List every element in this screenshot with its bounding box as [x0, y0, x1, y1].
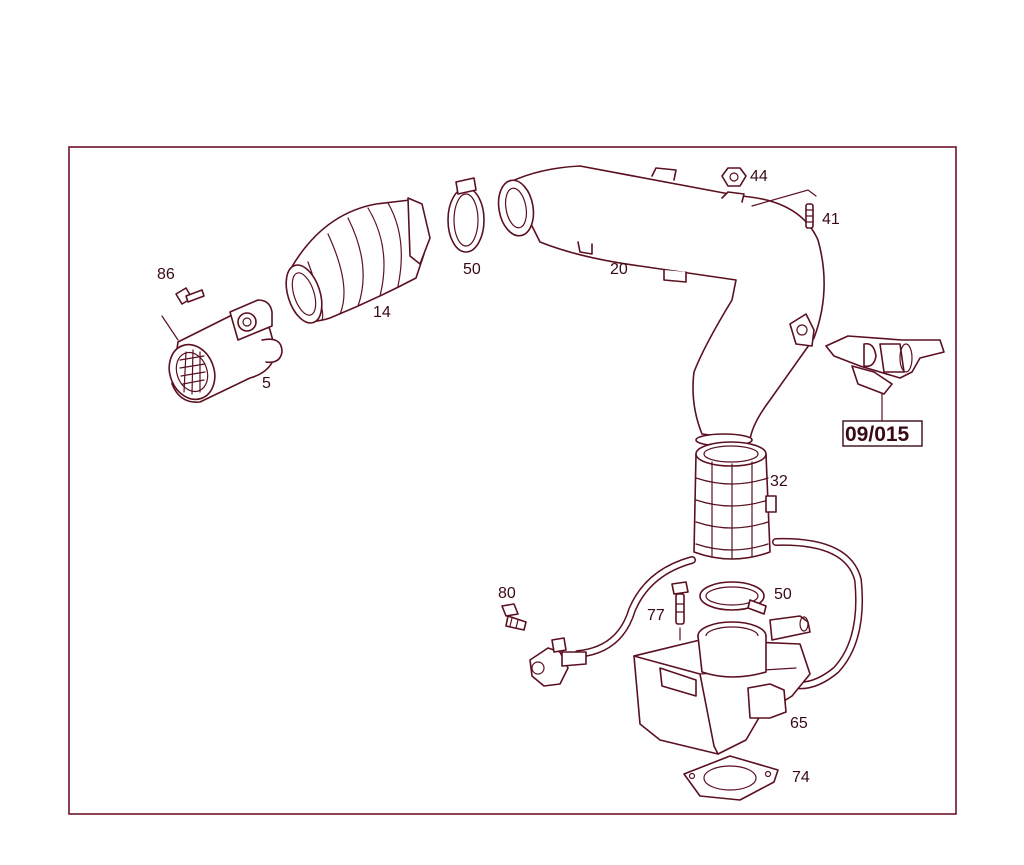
diagram-frame: [68, 146, 957, 815]
temperature-sensor[interactable]: [529, 637, 587, 687]
intake-bellows[interactable]: [280, 197, 431, 327]
label-part-50-upper: 50: [463, 261, 481, 278]
reference-box: [842, 420, 923, 447]
air-mass-sensor[interactable]: [162, 299, 283, 406]
label-part-77: 77: [647, 607, 665, 624]
screw-fitting[interactable]: [501, 603, 527, 631]
throttle-housing[interactable]: [633, 615, 811, 755]
label-part-86: 86: [157, 266, 175, 283]
stud-bolt[interactable]: [805, 203, 814, 229]
nut[interactable]: [721, 167, 747, 187]
label-part-14: 14: [373, 304, 391, 321]
label-part-44: 44: [750, 168, 768, 185]
screw[interactable]: [161, 287, 205, 341]
label-part-32: 32: [770, 473, 788, 490]
label-part-74: 74: [792, 769, 810, 786]
label-part-20: 20: [610, 261, 628, 278]
label-part-50-lower: 50: [774, 586, 792, 603]
gasket[interactable]: [683, 755, 779, 801]
reference-label[interactable]: 09/015: [845, 423, 910, 446]
label-part-65: 65: [790, 715, 808, 732]
bolt[interactable]: [671, 581, 689, 641]
valve-assembly[interactable]: [825, 335, 945, 421]
corrugated-connector[interactable]: [693, 441, 777, 560]
hose-clamp-upper[interactable]: [447, 177, 485, 253]
vacuum-hose[interactable]: [574, 537, 864, 690]
label-part-5: 5: [262, 375, 271, 392]
label-part-80: 80: [498, 585, 516, 602]
label-part-41: 41: [822, 211, 840, 228]
intake-pipe[interactable]: [494, 165, 825, 447]
hose-clamp-lower[interactable]: [699, 581, 767, 615]
